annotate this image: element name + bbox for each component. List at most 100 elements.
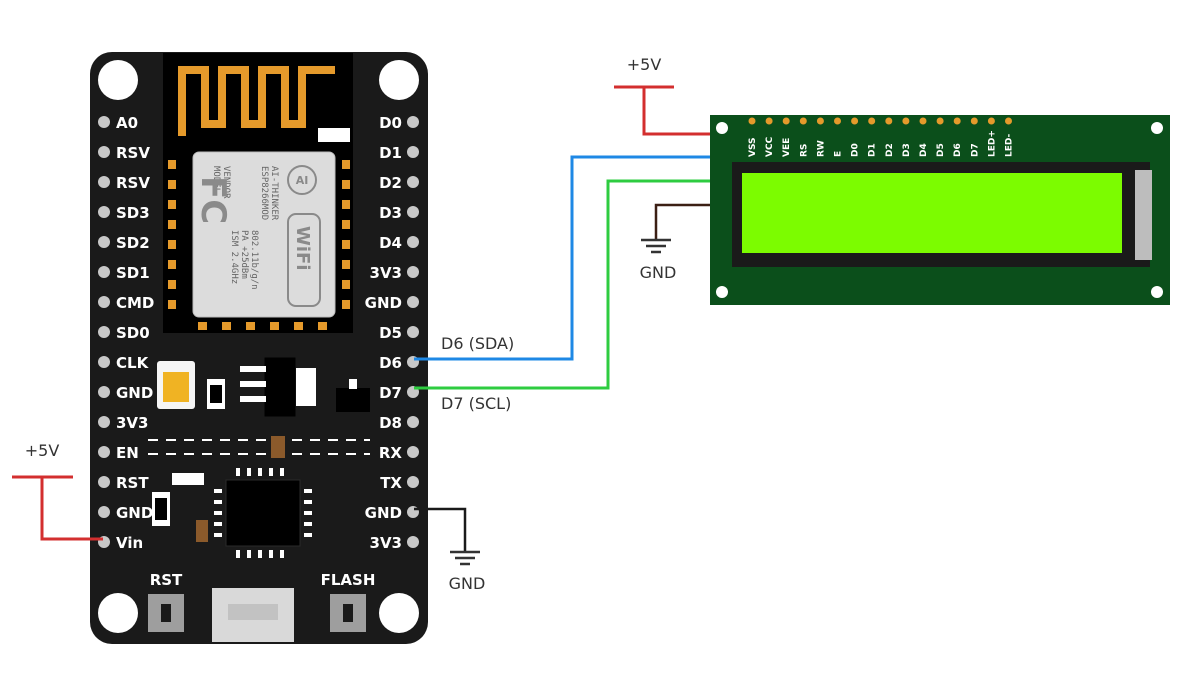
- module-castellated-pins-bottom: [198, 322, 327, 330]
- left-pin-label: SD2: [116, 234, 150, 252]
- lcd-vcc-wire: [642, 87, 712, 136]
- regulator-tab: [296, 368, 316, 406]
- lcd-pin-pad: [885, 117, 893, 125]
- left-pin-label: CMD: [116, 294, 154, 312]
- lcd-mounting-hole: [716, 286, 728, 298]
- transistor: [336, 388, 370, 412]
- lcd-pin-label: RS: [799, 144, 809, 157]
- right-pin-label: D1: [379, 144, 402, 162]
- voltage-regulator: [263, 356, 297, 418]
- right-pin-tx: [407, 476, 419, 488]
- lcd-supply-label: +5V: [627, 55, 662, 74]
- ai-logo: AI: [287, 165, 317, 195]
- board-ground-connection: GND: [414, 507, 485, 593]
- right-pin-label: 3V3: [370, 534, 402, 552]
- left-pin-sd3: [98, 206, 110, 218]
- left-pin-label: RSV: [116, 144, 150, 162]
- left-pin-label: SD3: [116, 204, 150, 222]
- mounting-hole: [379, 60, 419, 100]
- right-pin-label: D5: [379, 324, 402, 342]
- right-pin-label: D3: [379, 204, 402, 222]
- regulator-leg: [240, 396, 266, 402]
- sda-label: D6 (SDA): [441, 334, 514, 353]
- lcd-pin-label: D2: [885, 143, 895, 157]
- resistor: [271, 436, 285, 458]
- scl-connection: D7 (SCL): [414, 179, 712, 413]
- module-text-line: AI-THINKER: [269, 166, 279, 221]
- right-pin-label: D2: [379, 174, 402, 192]
- lcd-pin-pad: [902, 117, 910, 125]
- small-component-core: [210, 385, 222, 403]
- lcd-pin-pad: [851, 117, 859, 125]
- ground-wire: [414, 507, 467, 552]
- right-pin-3v3: [407, 266, 419, 278]
- right-pin-rx: [407, 446, 419, 458]
- lcd-pin-label: D4: [919, 143, 929, 157]
- sda-connection: D6 (SDA): [414, 155, 712, 361]
- left-pin-label: EN: [116, 444, 139, 462]
- right-pin-d5: [407, 326, 419, 338]
- lcd-pin-pad: [987, 117, 995, 125]
- left-pin-rsv: [98, 146, 110, 158]
- lcd-ground-connection: GND: [640, 203, 712, 282]
- lcd-pin-pad: [816, 117, 824, 125]
- module-markings-3: ISM 2.4GHz PA +25dBm 802.11b/g/n: [229, 230, 259, 290]
- lcd-pin-pad: [953, 117, 961, 125]
- lcd-pin-label: D1: [868, 143, 878, 157]
- right-pin-label: D0: [379, 114, 402, 132]
- usb-serial-chip: [225, 479, 301, 547]
- right-pin-gnd: [407, 296, 419, 308]
- small-component-core: [155, 498, 167, 520]
- fc-logo-text: FC: [193, 176, 233, 224]
- scl-wire: [414, 179, 712, 390]
- vin-wire: [40, 477, 103, 541]
- lcd-pin-pad: [936, 117, 944, 125]
- rst-button-cap: [161, 604, 171, 622]
- left-pin-label: GND: [116, 504, 153, 522]
- regulator-leg: [240, 381, 266, 387]
- right-pin-label: GND: [365, 294, 402, 312]
- lcd-pin-pad: [782, 117, 790, 125]
- nodemcu-board: MODEL VENDOR ESP8266MOD AI-THINKER ISM 2…: [90, 52, 428, 644]
- mounting-hole: [379, 593, 419, 633]
- right-pin-d1: [407, 146, 419, 158]
- left-pin-rsv: [98, 176, 110, 188]
- mounting-hole: [98, 60, 138, 100]
- lcd-pin-label: VEE: [782, 138, 792, 157]
- flash-button-cap: [343, 604, 353, 622]
- lcd-pin-pad: [834, 117, 841, 125]
- sda-wire: [414, 155, 712, 361]
- wifi-logo-text: WiFi: [292, 226, 313, 271]
- left-pin-label: CLK: [116, 354, 150, 372]
- right-pin-label: TX: [380, 474, 402, 492]
- module-text-line: MODEL: [211, 166, 221, 193]
- wifi-logo: WiFi: [287, 213, 321, 307]
- right-pin-label: D8: [379, 414, 402, 432]
- module-text-line: PA +25dBm: [239, 230, 249, 279]
- right-pin-label: D6: [379, 354, 402, 372]
- left-pin-3v3: [98, 416, 110, 428]
- left-pin-sd0: [98, 326, 110, 338]
- lcd-edge: [1135, 170, 1152, 260]
- left-pin-label: SD0: [116, 324, 150, 342]
- chip-pins: [214, 468, 312, 558]
- mounting-hole: [98, 593, 138, 633]
- module-castellated-pins-right: [342, 160, 350, 309]
- antenna-label-pad: [318, 128, 350, 142]
- lcd-pin-pad: [1005, 117, 1012, 125]
- lcd-pin-label: D0: [851, 143, 861, 157]
- lcd-pin-label: RW: [816, 140, 826, 157]
- left-pin-label: RST: [116, 474, 149, 492]
- left-pin-en: [98, 446, 110, 458]
- right-pin-d0: [407, 116, 419, 128]
- left-pin-gnd: [98, 386, 110, 398]
- vin-power-connection: +5V: [12, 441, 103, 541]
- right-pin-3v3: [407, 536, 419, 548]
- lcd-pin-label: LED-: [1005, 133, 1015, 157]
- left-pin-label: A0: [116, 114, 138, 132]
- regulator-leg: [240, 366, 266, 372]
- left-pin-label: 3V3: [116, 414, 148, 432]
- lcd-pin-label: D5: [936, 143, 946, 157]
- lcd-mounting-hole: [1151, 122, 1163, 134]
